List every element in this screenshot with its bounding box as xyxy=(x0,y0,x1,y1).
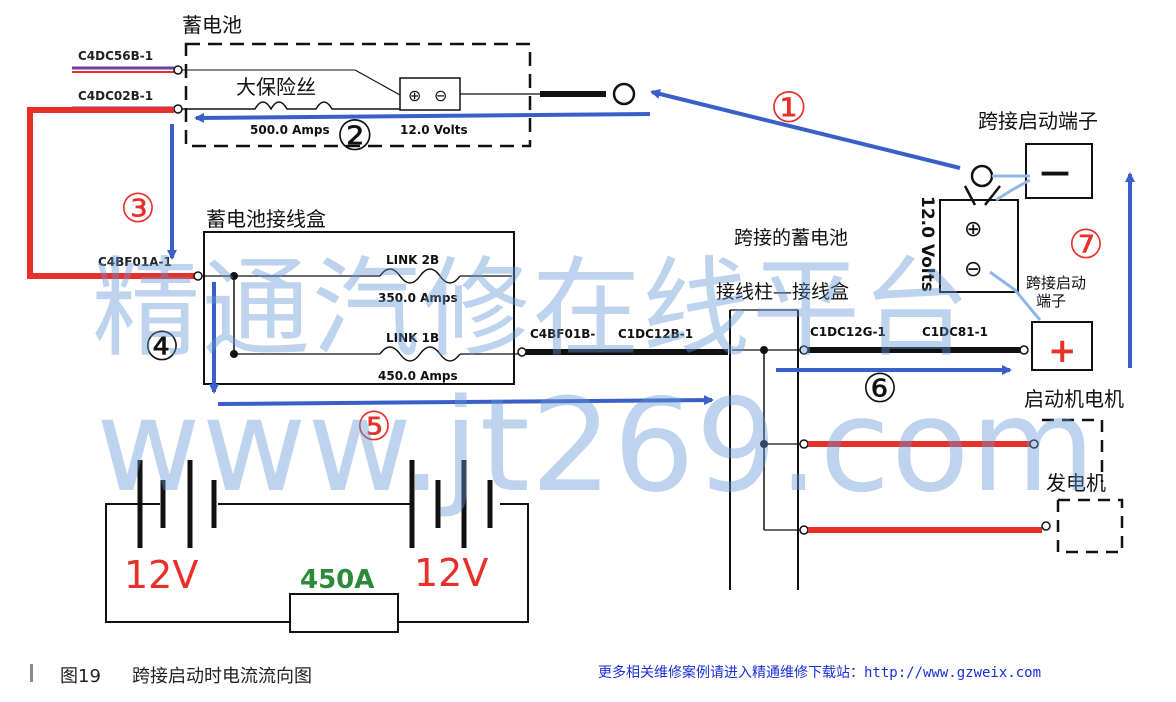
step-6-label: ⑥ xyxy=(862,366,898,412)
wire-fuse-switch xyxy=(354,69,401,96)
step-3-label: ③ xyxy=(120,186,156,232)
starter-plus-box xyxy=(1031,321,1093,371)
step-1-label: ① xyxy=(770,83,808,132)
wire-main-label: C4DC02B-1 xyxy=(78,89,153,103)
terminal-dot xyxy=(799,345,809,355)
big-fuse-coil xyxy=(182,101,400,111)
ring-terminal-left xyxy=(612,82,636,106)
wire-c4bf01b-label: C4BF01B- xyxy=(530,327,595,341)
wire-c1dc81-label: C1DC81-1 xyxy=(922,325,988,339)
flow-arrow-5 xyxy=(217,395,714,406)
terminal-dot xyxy=(193,271,203,281)
jump-terminal-small-1: 跨接启动 xyxy=(1026,274,1086,292)
ring-terminal-right xyxy=(970,164,994,188)
red-main-cable xyxy=(27,107,200,279)
junction-box-label: 蓄电池接线盒 xyxy=(206,207,326,231)
jump-battery-label: 跨接的蓄电池 xyxy=(734,227,848,249)
bottom-fuse-box xyxy=(289,593,399,633)
link1b-label: LINK 1B xyxy=(386,331,439,345)
battery-cell-box xyxy=(399,77,461,111)
jump-minus-box xyxy=(1025,143,1093,199)
generator-label: 发电机 xyxy=(1046,471,1106,495)
wire-top-label: C4DC56B-1 xyxy=(78,49,153,63)
junction-box xyxy=(203,231,515,385)
terminal-dot xyxy=(173,104,183,114)
terminal-dot xyxy=(173,65,183,75)
jumper-battery-plus: ⊕ xyxy=(964,217,982,242)
jump-terminal-small-2: 端子 xyxy=(1036,292,1066,310)
jump-terminal-label: 跨接启动端子 xyxy=(978,109,1098,133)
link2b-label: LINK 2B xyxy=(386,253,439,267)
terminal-dot xyxy=(1019,345,1029,355)
bottom-circuit-left xyxy=(105,503,290,623)
battery-plus-symbol: ⊕ xyxy=(408,86,421,105)
wire-c1dc12b-label: C1DC12B-1 xyxy=(618,327,693,341)
step-4-label: ④ xyxy=(144,324,180,370)
terminal-dot xyxy=(799,439,809,449)
bottom-circuit-right xyxy=(398,503,529,623)
terminal-box-label: 接线柱—接线盒 xyxy=(716,281,849,303)
starter-plus-sign: + xyxy=(1048,331,1077,371)
jumper-battery-box xyxy=(939,199,1019,293)
terminal-dot xyxy=(799,525,809,535)
big-fuse-label: 大保险丝 xyxy=(236,75,316,99)
right-12v-label: 12V xyxy=(414,551,488,595)
terminal-dot xyxy=(517,347,527,357)
link1b-fuse xyxy=(379,346,461,362)
bus-node xyxy=(230,272,238,280)
jump-volts-label: 12.0 Volts xyxy=(917,196,937,292)
flow-arrow-2 xyxy=(194,112,651,123)
wire-c4bf01a-label: C4BF01A-1 xyxy=(98,255,172,269)
step-7-label: ⑦ xyxy=(1068,222,1104,268)
bottom-fuse-label: 450A xyxy=(300,565,374,595)
battery-dashed-box xyxy=(184,42,532,148)
jumper-lead-blue xyxy=(989,270,1042,321)
link2b-fuse xyxy=(379,268,461,284)
battery-label: 蓄电池 xyxy=(182,13,242,37)
generator-dashed-box-bottom xyxy=(1056,498,1124,554)
link2b-amps: 350.0 Amps xyxy=(378,291,458,305)
terminal-dot xyxy=(1029,439,1039,449)
generator-dashed-box-top xyxy=(1042,418,1104,482)
terminal-dot xyxy=(1041,521,1051,531)
battery-volts-label: 12.0 Volts xyxy=(400,123,468,137)
figure-title: 跨接启动时电流流向图 xyxy=(132,666,312,687)
starter-label: 启动机电机 xyxy=(1024,387,1124,411)
jumper-lead-black-2 xyxy=(984,185,1001,206)
jumper-lead-black xyxy=(963,185,977,206)
jumper-battery-minus: ⊖ xyxy=(964,257,982,282)
link1b-amps: 450.0 Amps xyxy=(378,369,458,383)
battery-minus-symbol: ⊖ xyxy=(434,86,447,105)
figure-number: 图19 xyxy=(60,666,101,687)
caption-bar xyxy=(30,664,33,682)
source-link-text[interactable]: 更多相关维修案例请进入精通维修下载站：http://www.gzweix.com xyxy=(598,665,1042,681)
left-12v-label: 12V xyxy=(124,553,198,597)
jump-minus-sign: — xyxy=(1040,155,1070,190)
jumper-lead-blue-2 xyxy=(995,178,1031,202)
wire-c1dc12g-label: C1DC12G-1 xyxy=(810,325,886,339)
flow-arrow-1 xyxy=(650,89,961,170)
step-5-label: ⑤ xyxy=(356,404,392,450)
step-2-label: ② xyxy=(336,111,374,160)
fuse-amps-label: 500.0 Amps xyxy=(250,123,330,137)
